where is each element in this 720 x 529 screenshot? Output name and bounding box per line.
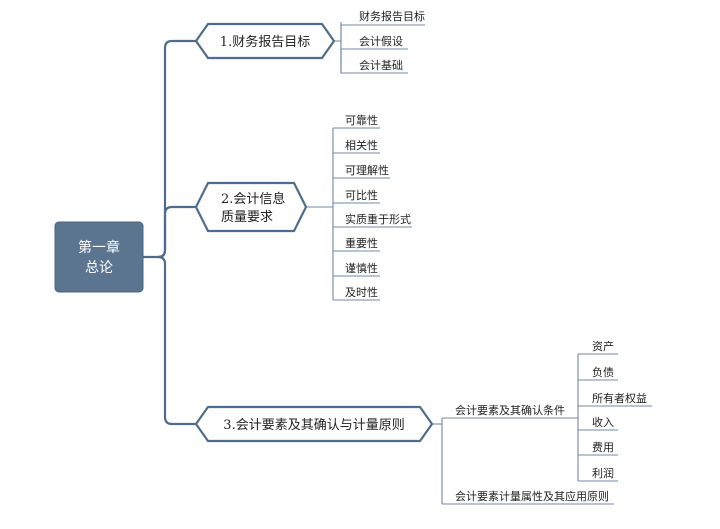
leaf-item: 资产 bbox=[592, 339, 614, 353]
leaf-item: 相关性 bbox=[345, 138, 378, 152]
leaf-underlines bbox=[578, 353, 652, 482]
leaf-item: 会计基础 bbox=[359, 59, 403, 72]
connector-branch-2 bbox=[157, 205, 196, 259]
leaf-item: 会计假设 bbox=[359, 34, 403, 48]
branch-1-label: 1.财务报告目标 bbox=[220, 34, 310, 50]
connector-branch-3 bbox=[157, 255, 196, 426]
connector-branch-1 bbox=[143, 39, 196, 259]
leaf-item: 收入 bbox=[592, 415, 614, 429]
branch-3-label: 3.会计要素及其确认与计量原则 bbox=[223, 418, 404, 433]
leaf-item: 所有者权益 bbox=[592, 391, 647, 405]
root-node[interactable]: 第一章 总论 bbox=[54, 221, 144, 293]
leaf-item: 可比性 bbox=[345, 188, 378, 202]
leaf-item: 财务报告目标 bbox=[359, 9, 425, 23]
branch-2-label-line2: 质量要求 bbox=[221, 210, 273, 225]
leaf-item: 利润 bbox=[592, 466, 614, 480]
leaf-item: 及时性 bbox=[345, 285, 378, 299]
sub-node-label: 会计要素及其确认条件 bbox=[455, 403, 565, 417]
leaf-item: 可靠性 bbox=[345, 113, 378, 127]
leaf-item: 谨慎性 bbox=[345, 261, 378, 275]
root-title-line1: 第一章 bbox=[78, 239, 120, 256]
leaf-item: 负债 bbox=[592, 365, 614, 379]
root-title-line2: 总论 bbox=[85, 260, 113, 276]
sub-node-label: 会计要素计量属性及其应用原则 bbox=[455, 489, 609, 503]
leaf-underlines bbox=[333, 127, 412, 301]
branch-2: 2.会计信息 质量要求 可靠性 相关性 可理解性 可比性 实质重于形式 重要性 … bbox=[194, 113, 412, 301]
branch-3: 3.会计要素及其确认与计量原则 会计要素及其确认条件 会计要素计量属性及其应用原… bbox=[194, 339, 652, 505]
leaf-item: 费用 bbox=[592, 441, 614, 454]
branch-2-label-line1: 2.会计信息 bbox=[221, 191, 285, 207]
branch-2-node[interactable] bbox=[194, 181, 308, 233]
root-box bbox=[54, 221, 144, 293]
leaf-item: 可理解性 bbox=[345, 163, 389, 177]
leaf-item: 实质重于形式 bbox=[345, 212, 411, 226]
branch-1: 1.财务报告目标 财务报告目标 会计假设 会计基础 bbox=[194, 9, 425, 74]
branch-3-node[interactable] bbox=[194, 405, 434, 443]
branch-1-node[interactable] bbox=[194, 22, 336, 60]
branch-1-trunk bbox=[334, 25, 342, 66]
root-connectors bbox=[143, 39, 196, 426]
leaf-item: 重要性 bbox=[345, 236, 378, 250]
